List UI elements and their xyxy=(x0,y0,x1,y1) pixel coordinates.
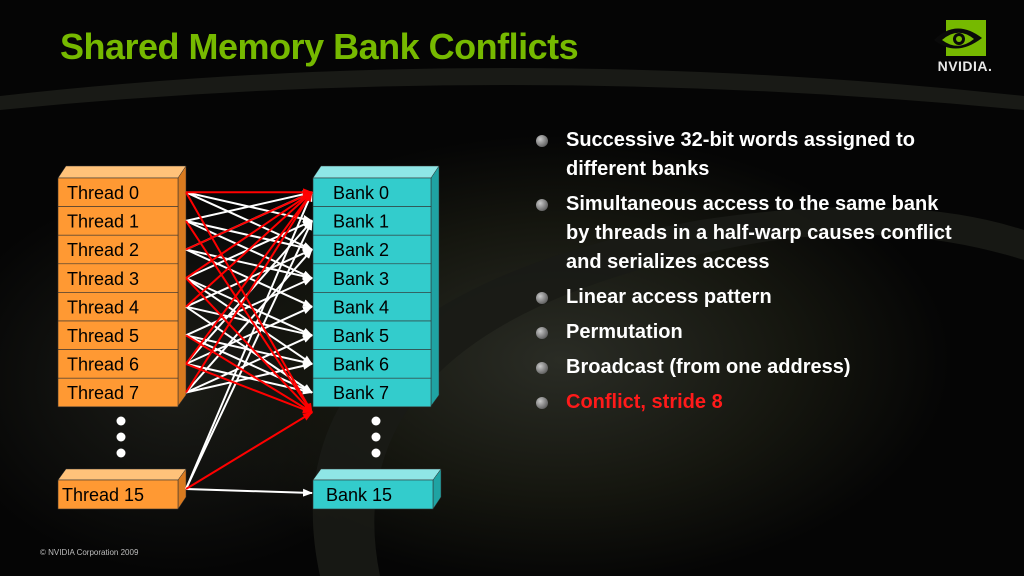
bullet-dot-icon xyxy=(536,397,548,409)
bullet-text: Linear access pattern xyxy=(566,286,772,308)
thread-ellipsis xyxy=(116,416,126,458)
bullet-text: Broadcast (from one address) xyxy=(566,356,851,378)
bullet-text: Simultaneous access to the same bank by … xyxy=(566,193,952,273)
bank-label: Bank 3 xyxy=(333,269,389,289)
bank-box xyxy=(312,349,432,379)
bank-box xyxy=(312,377,432,408)
thread-stack: Thread 0 Thread 1 Thread 2 Thread 3 Thread 4… xyxy=(57,165,187,408)
bank-box xyxy=(312,177,432,207)
bank-box xyxy=(312,206,432,236)
bullet-dot-icon xyxy=(536,362,548,374)
thread-box xyxy=(57,349,179,379)
conflict-arrows xyxy=(185,188,313,490)
conflict-arrow xyxy=(185,191,313,414)
bank-box xyxy=(312,263,432,293)
conflict-arrow xyxy=(185,191,313,394)
thread-box xyxy=(57,263,179,293)
conflict-arrow xyxy=(185,191,313,308)
conflict-arrow xyxy=(185,191,313,279)
bank-label: Bank 6 xyxy=(333,355,389,375)
thread-label: Thread 5 xyxy=(67,326,139,346)
thread-box xyxy=(57,292,179,322)
bank-label: Bank 5 xyxy=(333,326,389,346)
bullet-item: Broadcast (from one address) xyxy=(536,353,956,382)
conflict-arrow xyxy=(185,362,313,414)
access-arrow xyxy=(185,191,313,490)
bullet-text: Conflict, stride 8 xyxy=(566,391,723,413)
bank-15-box: Bank 15 xyxy=(312,468,442,510)
access-arrow xyxy=(185,334,313,394)
thread-label: Thread 3 xyxy=(67,269,139,289)
nvidia-eye-logo-icon xyxy=(934,20,986,56)
thread-box xyxy=(57,377,179,408)
bank-ellipsis xyxy=(371,416,381,458)
access-arrow xyxy=(185,305,313,365)
thread-label: Thread 7 xyxy=(67,383,139,403)
access-arrow xyxy=(185,248,313,281)
bullet-dot-icon xyxy=(536,327,548,339)
bullet-item: Linear access pattern xyxy=(536,283,956,312)
bullet-list: Successive 32-bit words assigned to diff… xyxy=(536,126,956,423)
bank-label: Bank 0 xyxy=(333,183,389,203)
thread-label: Thread 1 xyxy=(67,212,139,232)
conflict-arrow xyxy=(185,411,313,490)
thread-label: Thread 0 xyxy=(67,183,139,203)
access-arrow xyxy=(185,277,313,337)
bullet-text: Permutation xyxy=(566,321,683,343)
access-arrow xyxy=(185,248,313,394)
bank-stack: Bank 0 Bank 1 Bank 2 Bank 3 Bank 4 Bank 5 Bank… xyxy=(312,165,440,408)
bank-label: Bank 4 xyxy=(333,297,389,317)
bullet-item: Successive 32-bit words assigned to diff… xyxy=(536,126,956,184)
conflict-arrow xyxy=(185,191,313,365)
bank-box xyxy=(312,234,432,265)
slide-title: Shared Memory Bank Conflicts xyxy=(60,26,579,67)
access-arrow xyxy=(185,219,313,490)
bullet-text: Successive 32-bit words assigned to diff… xyxy=(566,129,916,180)
bank-label: Bank 7 xyxy=(333,383,389,403)
bank-label: Bank 1 xyxy=(333,212,389,232)
bank-label: Bank 2 xyxy=(333,240,389,260)
bullet-dot-icon xyxy=(536,135,548,147)
thread-box xyxy=(57,177,179,207)
access-arrow xyxy=(185,488,313,497)
access-arrows xyxy=(185,190,313,497)
conflict-arrow xyxy=(185,191,313,251)
bank-15-label: Bank 15 xyxy=(326,485,392,505)
bank-box xyxy=(312,320,432,350)
access-arrow xyxy=(185,190,313,222)
copyright-text: © NVIDIA Corporation 2009 xyxy=(40,548,139,557)
bullet-item: Simultaneous access to the same bank by … xyxy=(536,190,956,277)
nvidia-wordmark: NVIDIA. xyxy=(937,58,993,74)
bullet-item: Permutation xyxy=(536,318,956,347)
thread-box xyxy=(57,320,179,350)
thread-15-box: Thread 15 xyxy=(57,468,187,510)
bullet-dot-icon xyxy=(536,199,548,211)
bullet-item: Conflict, stride 8 xyxy=(536,388,956,417)
thread-15-label: Thread 15 xyxy=(62,485,144,505)
bank-box xyxy=(312,292,432,322)
thread-label: Thread 4 xyxy=(67,297,139,317)
thread-label: Thread 2 xyxy=(67,240,139,260)
thread-box xyxy=(57,206,179,236)
thread-box xyxy=(57,234,179,265)
conflict-arrow xyxy=(185,277,313,414)
access-arrow xyxy=(185,361,313,394)
thread-label: Thread 6 xyxy=(67,355,139,375)
conflict-arrow xyxy=(185,220,313,414)
bullet-dot-icon xyxy=(536,292,548,304)
conflict-arrow xyxy=(185,334,313,414)
